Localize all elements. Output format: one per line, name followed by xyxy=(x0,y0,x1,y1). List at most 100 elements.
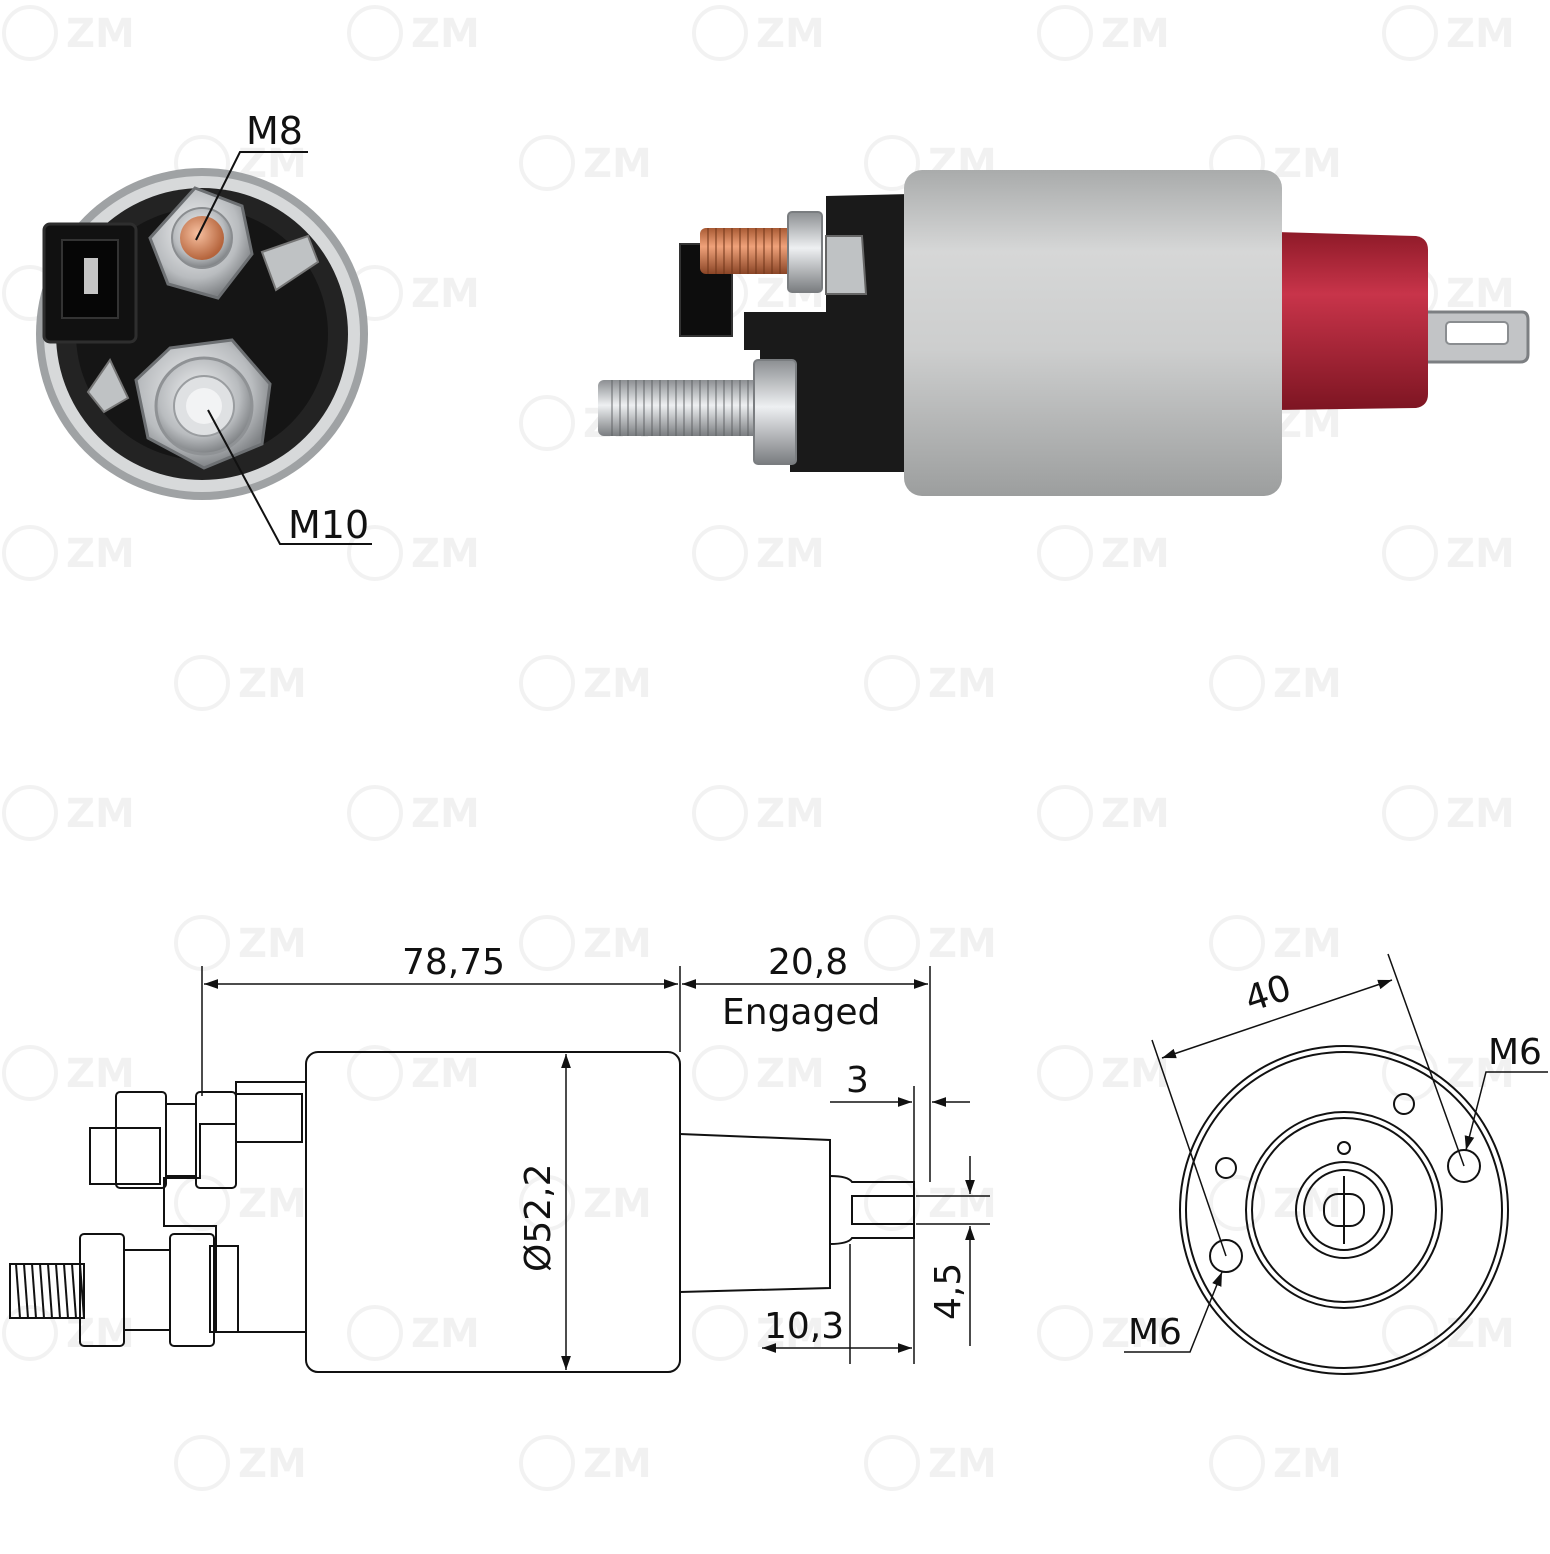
watermark-logo-icon xyxy=(864,1175,920,1231)
watermark-logo-icon xyxy=(2,5,58,61)
watermark-text: ZM xyxy=(66,11,135,57)
watermark-logo-icon xyxy=(519,135,575,191)
slot-width-label: 3 xyxy=(846,1060,869,1101)
watermark-logo-icon xyxy=(174,1435,230,1491)
watermark-logo-icon xyxy=(2,1045,58,1101)
watermark-text: ZM xyxy=(66,1051,135,1097)
watermark-text: ZM xyxy=(1446,271,1515,317)
hole-spacing-label: 40 xyxy=(1240,967,1296,1020)
watermark-logo-icon xyxy=(1037,785,1093,841)
slot-height-label: 4,5 xyxy=(928,1263,969,1320)
watermark-text: ZM xyxy=(928,921,997,967)
watermark-text: ZM xyxy=(1446,1311,1515,1357)
watermark-text: ZM xyxy=(66,791,135,837)
watermark-logo-icon xyxy=(347,1305,403,1361)
watermark-text: ZM xyxy=(1446,791,1515,837)
watermark-text: ZM xyxy=(238,661,307,707)
watermark-logo-icon xyxy=(692,5,748,61)
stud-thread-lines xyxy=(15,1263,85,1319)
watermark-text: ZM xyxy=(238,921,307,967)
m8-copper-stud xyxy=(180,216,224,260)
watermark-text: ZM xyxy=(756,11,825,57)
watermark-logo-icon xyxy=(1209,915,1265,971)
watermark-text: ZM xyxy=(1273,921,1342,967)
watermark-logo-icon xyxy=(347,5,403,61)
side-view-photo xyxy=(598,170,1530,496)
watermark-logo-icon xyxy=(864,655,920,711)
watermark-logo-icon xyxy=(174,1175,230,1231)
watermark-logo-icon xyxy=(864,915,920,971)
watermark-logo-icon xyxy=(1382,785,1438,841)
watermark-text: ZM xyxy=(1446,531,1515,577)
watermark-logo-icon xyxy=(519,1435,575,1491)
watermark-text: ZM xyxy=(1446,1051,1515,1097)
watermark-logo-icon xyxy=(519,915,575,971)
watermark-logo-icon xyxy=(519,655,575,711)
watermark-text: ZM xyxy=(1101,791,1170,837)
watermark-text: ZM xyxy=(411,791,480,837)
watermark-logo-icon xyxy=(1382,525,1438,581)
watermark-text: ZM xyxy=(1101,531,1170,577)
watermark-logo-icon xyxy=(347,1045,403,1101)
watermark-text: ZM xyxy=(928,1181,997,1227)
watermark-logo-icon xyxy=(1037,1045,1093,1101)
watermark-text: ZM xyxy=(1273,1181,1342,1227)
watermark-text: ZM xyxy=(411,1051,480,1097)
watermark-text: ZM xyxy=(583,921,652,967)
watermark-logo-icon xyxy=(1382,1305,1438,1361)
watermark-logo-icon xyxy=(347,525,403,581)
watermark-text: ZM xyxy=(411,11,480,57)
watermark-logo-icon xyxy=(519,1175,575,1231)
watermark-logo-icon xyxy=(2,525,58,581)
watermark-text: ZM xyxy=(756,531,825,577)
watermark-text: ZM xyxy=(411,531,480,577)
watermark-text: ZM xyxy=(583,1441,652,1487)
m10-label: M10 xyxy=(288,503,369,547)
length-total-label: 78,75 xyxy=(402,942,505,983)
watermark-logo-icon xyxy=(1037,525,1093,581)
watermark-logo-icon xyxy=(519,395,575,451)
mount-thread-bottom-label: M6 xyxy=(1128,1312,1182,1353)
watermark-text: ZM xyxy=(756,1051,825,1097)
watermark-text: ZM xyxy=(238,1181,307,1227)
m8-label: M8 xyxy=(246,109,303,153)
watermark-logo-icon xyxy=(1209,1435,1265,1491)
watermark-text: ZM xyxy=(756,791,825,837)
diameter-label: Ø52,2 xyxy=(518,1164,559,1273)
watermark-logo-icon xyxy=(1209,1175,1265,1231)
watermark-logo-icon xyxy=(2,785,58,841)
end-dimensions xyxy=(1124,953,1548,1353)
side-dimensions xyxy=(201,966,990,1370)
watermark-text: ZM xyxy=(1273,1441,1342,1487)
watermark-logo-icon xyxy=(2,1305,58,1361)
watermark-text: ZM xyxy=(411,271,480,317)
watermark-logo-icon xyxy=(1037,5,1093,61)
side-drawing xyxy=(9,1051,915,1373)
watermark-logo-icon xyxy=(1382,5,1438,61)
watermark-logo-icon xyxy=(864,135,920,191)
watermark-logo-icon xyxy=(174,655,230,711)
watermark-text: ZM xyxy=(1101,1311,1170,1357)
mount-thread-top-label: M6 xyxy=(1488,1032,1542,1073)
watermark-logo-icon xyxy=(692,525,748,581)
watermark-text: ZM xyxy=(928,661,997,707)
watermark-text: ZM xyxy=(1101,11,1170,57)
watermark-logo-icon xyxy=(174,915,230,971)
plunger-state-label: Engaged xyxy=(722,992,880,1033)
watermark-logo-icon xyxy=(1209,655,1265,711)
watermark-logo-icon xyxy=(692,785,748,841)
watermark-text: ZM xyxy=(1446,11,1515,57)
watermark-text: ZM xyxy=(1273,661,1342,707)
watermark-logo-icon xyxy=(1037,1305,1093,1361)
watermark-logo-icon xyxy=(1382,1045,1438,1101)
watermark-text: ZM xyxy=(583,1181,652,1227)
solenoid-body xyxy=(904,170,1282,496)
watermark-text: ZM xyxy=(411,1311,480,1357)
end-view-photo: M8 M10 xyxy=(36,109,372,547)
red-end-cap xyxy=(1276,232,1428,410)
watermark-text: ZM xyxy=(928,1441,997,1487)
watermark-logo-icon xyxy=(864,1435,920,1491)
watermark-text: ZM xyxy=(583,141,652,187)
